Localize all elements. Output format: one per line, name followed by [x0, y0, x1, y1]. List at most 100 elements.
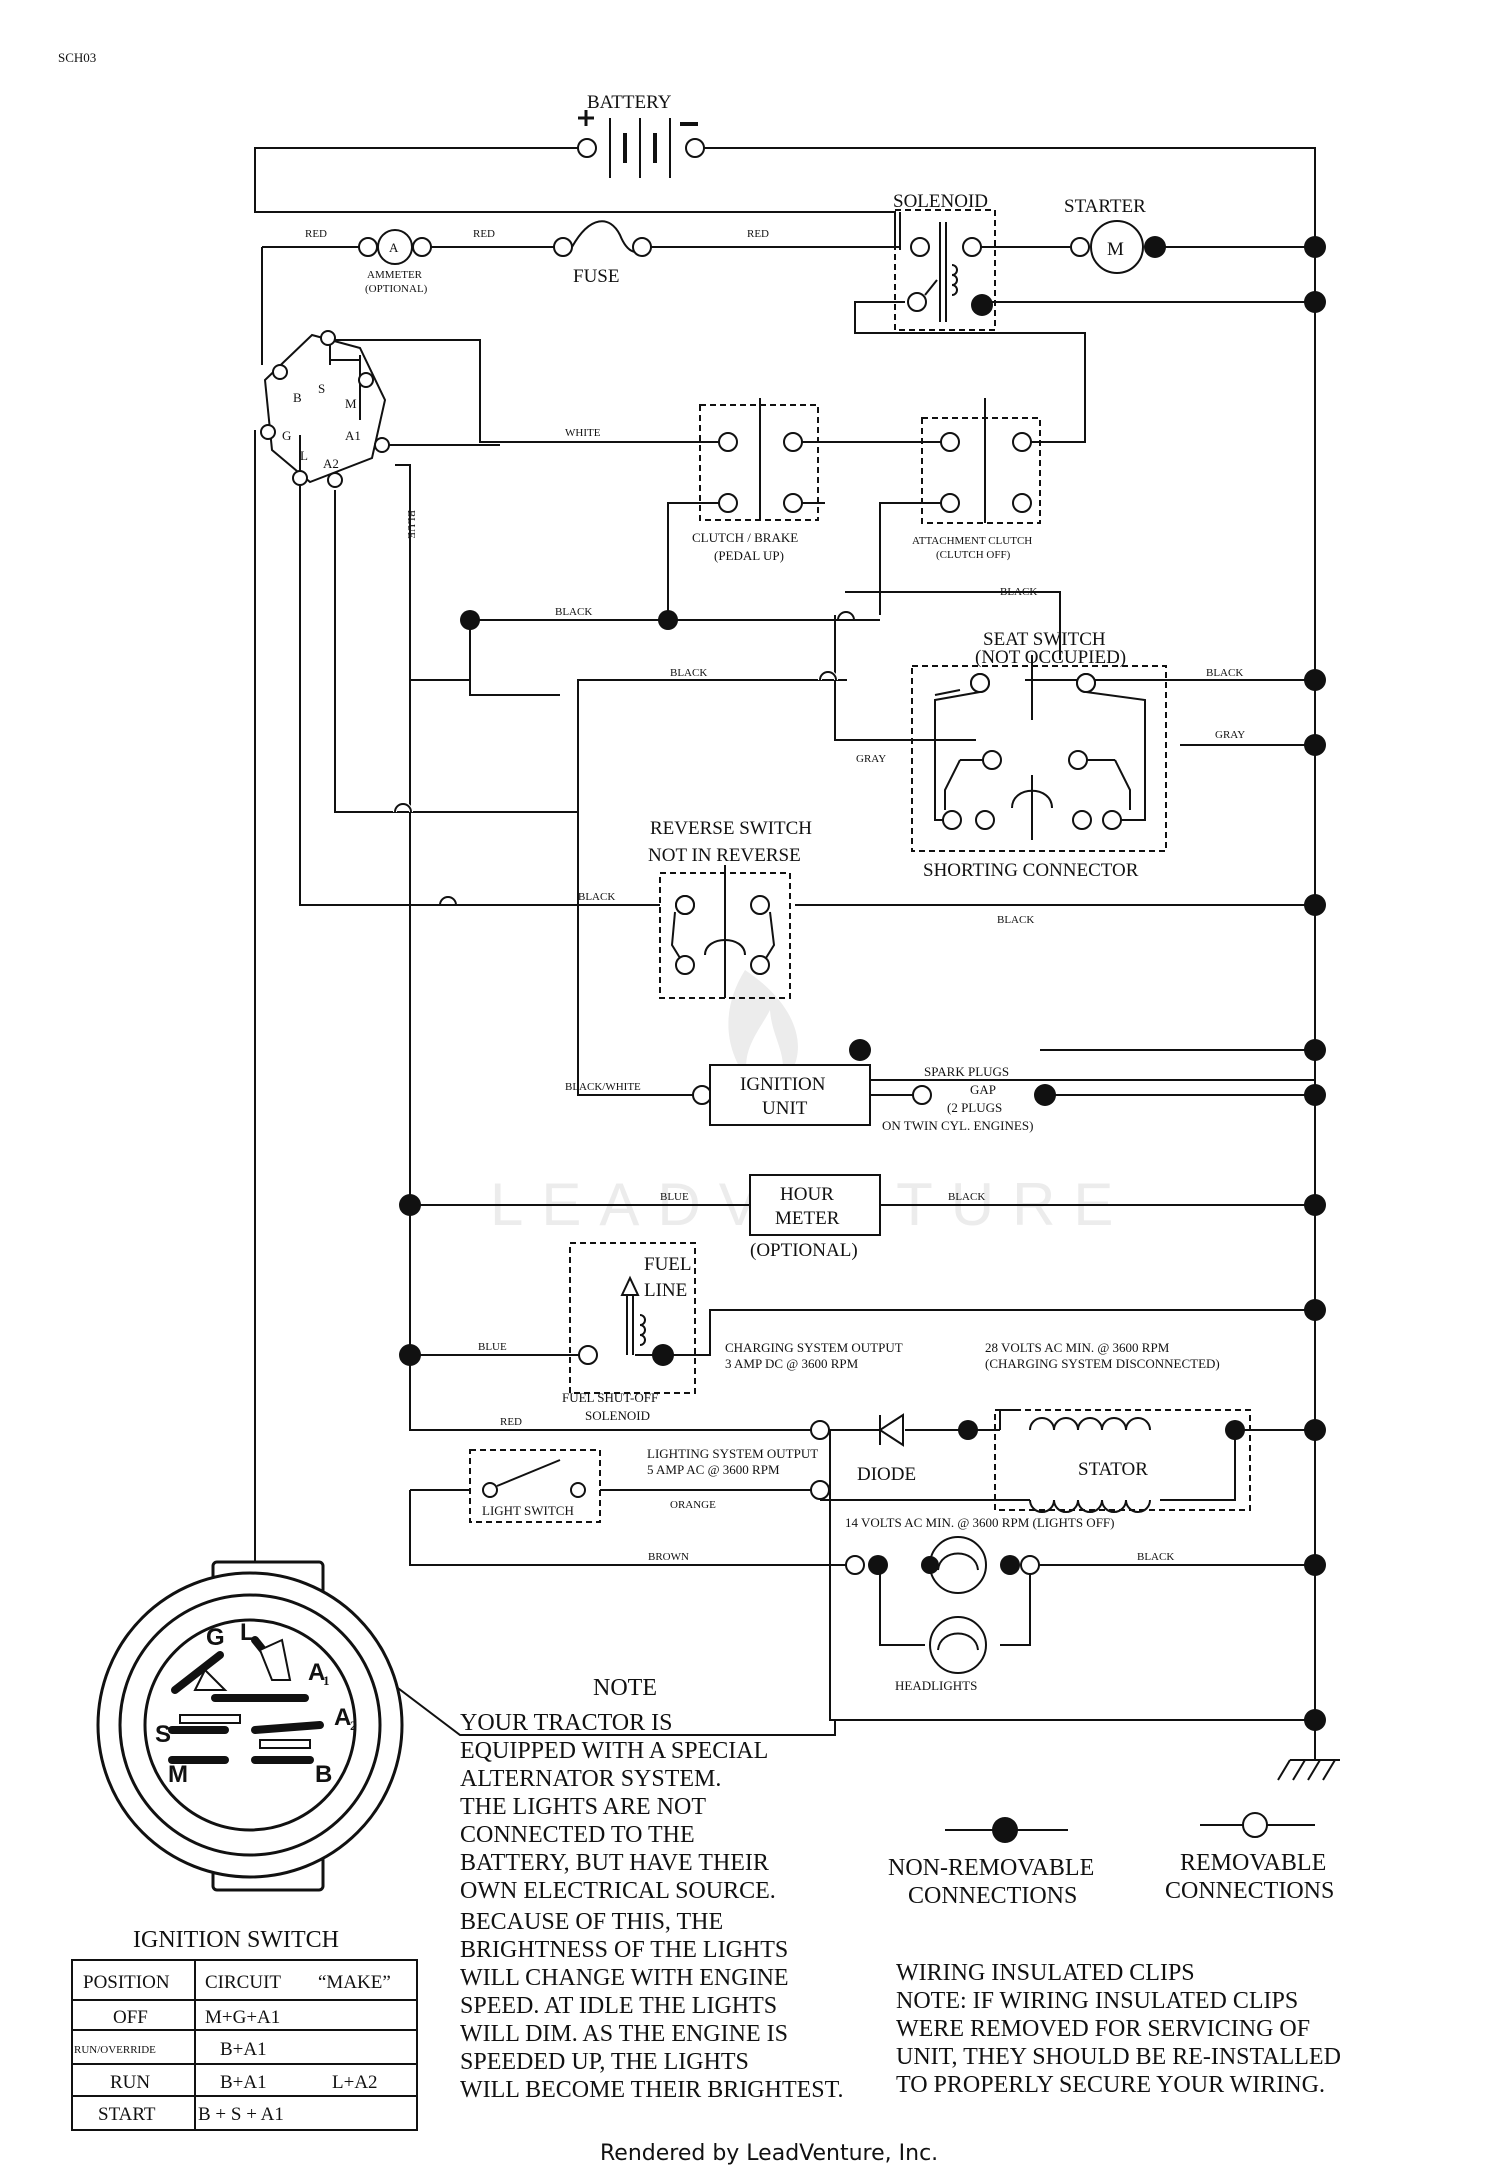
hour-meter-label-2: METER — [775, 1208, 840, 1229]
light-switch-label: LIGHT SWITCH — [482, 1503, 574, 1518]
solenoid-symbol — [894, 209, 996, 331]
clutch-brake-label: CLUTCH / BRAKE — [692, 530, 798, 545]
clips-note-line: WERE REMOVED FOR SERVICING OF — [896, 2016, 1310, 2042]
stator-label: STATOR — [1078, 1459, 1148, 1480]
seat-switch — [911, 655, 1167, 852]
ignition-switch-connector — [260, 330, 390, 488]
clips-note-line: UNIT, THEY SHOULD BE RE-INSTALLED — [896, 2044, 1341, 2070]
wire-label-black-3: BLACK — [670, 667, 707, 679]
wires — [254, 147, 1340, 1781]
wire-label-red-1: RED — [305, 228, 327, 240]
fuel-line-label-2: LINE — [644, 1280, 687, 1301]
wire-label-red-charge: RED — [500, 1416, 522, 1428]
ignition-unit-label-2: UNIT — [762, 1098, 808, 1119]
fuel-solenoid-label: FUEL SHUT-OFF — [562, 1390, 658, 1405]
wire-label-blue-hour: BLUE — [660, 1191, 689, 1203]
wire-label-gray-2: GRAY — [1215, 729, 1245, 741]
headlights-label: HEADLIGHTS — [895, 1678, 977, 1693]
diode-label: DIODE — [857, 1464, 916, 1485]
note-line: WILL BECOME THEIR BRIGHTEST. — [460, 2077, 844, 2103]
note-line: CONNECTED TO THE — [460, 1822, 695, 1848]
legend-removable-label-2: CONNECTIONS — [1165, 1878, 1334, 1904]
spark-plugs-label: SPARK PLUGS — [924, 1064, 1009, 1079]
junction-dots — [399, 236, 1326, 1731]
headlight-left-joint — [868, 1555, 888, 1575]
attachment-clutch-switch — [921, 398, 1041, 524]
table-row-off-position: OFF — [113, 2007, 148, 2028]
table-row-run-circuit: B+A1 — [220, 2072, 267, 2093]
lighting-output-label: LIGHTING SYSTEM OUTPUT — [647, 1446, 818, 1461]
reverse-switch-label: REVERSE SWITCH — [650, 818, 812, 839]
switch-face-letter-s: S — [155, 1721, 171, 1748]
wire-label-orange: ORANGE — [670, 1499, 716, 1511]
ignition-switch-face — [96, 1560, 404, 1892]
note-line: ALTERNATOR SYSTEM. — [460, 1766, 721, 1792]
wire-label-black-6: BLACK — [997, 914, 1034, 926]
lighting-output-terminal — [810, 1480, 830, 1500]
volts-14-label: 14 VOLTS AC MIN. @ 3600 RPM (LIGHTS OFF) — [845, 1515, 1114, 1530]
wire-label-brown: BROWN — [648, 1551, 689, 1563]
ignition-pin-l: L — [300, 448, 308, 463]
legend-non-removable-label-2: CONNECTIONS — [908, 1883, 1077, 1909]
fuse-label: FUSE — [573, 266, 619, 287]
table-row-run-extra: L+A2 — [332, 2072, 378, 2093]
spark-plugs-count-label: (2 PLUGS — [947, 1100, 1002, 1115]
solenoid-label: SOLENOID — [893, 191, 988, 212]
ignition-switch-title: IGNITION SWITCH — [133, 1927, 339, 1953]
fuse-symbol — [553, 220, 652, 257]
ignition-pin-s: S — [318, 381, 325, 396]
note-body: YOUR TRACTOR IS EQUIPPED WITH A SPECIAL … — [460, 1710, 844, 2103]
starter-symbol-letter: M — [1107, 239, 1124, 260]
stator-right-joint — [1225, 1420, 1245, 1440]
clutch-brake-state: (PEDAL UP) — [714, 548, 784, 563]
table-header-position: POSITION — [83, 1972, 170, 1993]
note-line: BATTERY, BUT HAVE THEIR — [460, 1850, 769, 1876]
table-row-start-position: START — [98, 2104, 156, 2125]
volts-28-condition: (CHARGING SYSTEM DISCONNECTED) — [985, 1356, 1220, 1371]
legend-removable-label: REMOVABLE — [1180, 1850, 1326, 1876]
ammeter-label: AMMETER — [367, 269, 423, 281]
switch-face-letter-g: G — [206, 1624, 225, 1651]
wire-label-red-3: RED — [747, 228, 769, 240]
seat-switch-label: SEAT SWITCH — [983, 629, 1106, 650]
note-line: WILL DIM. AS THE ENGINE IS — [460, 2021, 788, 2047]
wire-label-red-2: RED — [473, 228, 495, 240]
hour-meter-label: HOUR — [780, 1184, 834, 1205]
switch-face-subscript-2: 2 — [350, 1718, 357, 1733]
charging-output-label: CHARGING SYSTEM OUTPUT — [725, 1340, 903, 1355]
wire-label-black-2: BLACK — [1000, 586, 1037, 598]
lighting-output-rating: 5 AMP AC @ 3600 RPM — [647, 1462, 780, 1477]
wire-label-black-5: BLACK — [578, 891, 615, 903]
note-line: SPEED. AT IDLE THE LIGHTS — [460, 1993, 777, 2019]
table-row-start-circuit: B + S + A1 — [198, 2104, 284, 2125]
note-line: SPEEDED UP, THE LIGHTS — [460, 2049, 749, 2075]
wire-label-gray-1: GRAY — [856, 753, 886, 765]
battery-label: BATTERY — [587, 92, 672, 113]
table-header-make: “MAKE” — [318, 1972, 391, 1993]
switch-face-letter-a1: A — [308, 1659, 325, 1686]
note-line: WILL CHANGE WITH ENGINE — [460, 1965, 789, 1991]
table-row-run-override-position: RUN/OVERRIDE — [74, 2044, 156, 2056]
ammeter-symbol-letter: A — [389, 240, 399, 255]
note-line: OWN ELECTRICAL SOURCE. — [460, 1878, 776, 1904]
wire-label-blue-fuel: BLUE — [478, 1341, 507, 1353]
fuel-solenoid-label-2: SOLENOID — [585, 1408, 650, 1423]
ignition-pin-b: B — [293, 390, 302, 405]
fuel-shutoff-solenoid — [569, 1242, 696, 1394]
note-line: BECAUSE OF THIS, THE — [460, 1909, 723, 1935]
hour-meter — [749, 1174, 881, 1236]
clips-note-line: TO PROPERLY SECURE YOUR WIRING. — [896, 2072, 1325, 2098]
charging-output-rating: 3 AMP DC @ 3600 RPM — [725, 1356, 859, 1371]
wire-label-white: WHITE — [565, 427, 601, 439]
reverse-switch — [659, 865, 791, 999]
clips-note-line: NOTE: IF WIRING INSULATED CLIPS — [896, 1988, 1298, 2014]
attachment-clutch-state: (CLUTCH OFF) — [936, 549, 1011, 561]
ignition-pin-a1: A1 — [345, 428, 361, 443]
ignition-pin-m: M — [345, 396, 357, 411]
ignition-pin-a2: A2 — [323, 456, 339, 471]
spark-plugs-twin-label: ON TWIN CYL. ENGINES) — [882, 1118, 1033, 1133]
diode-symbol — [878, 1413, 904, 1447]
shorting-connector-label: SHORTING CONNECTOR — [923, 860, 1139, 881]
legend-non-removable-label: NON-REMOVABLE — [888, 1855, 1094, 1881]
wire-label-black-1: BLACK — [555, 606, 592, 618]
